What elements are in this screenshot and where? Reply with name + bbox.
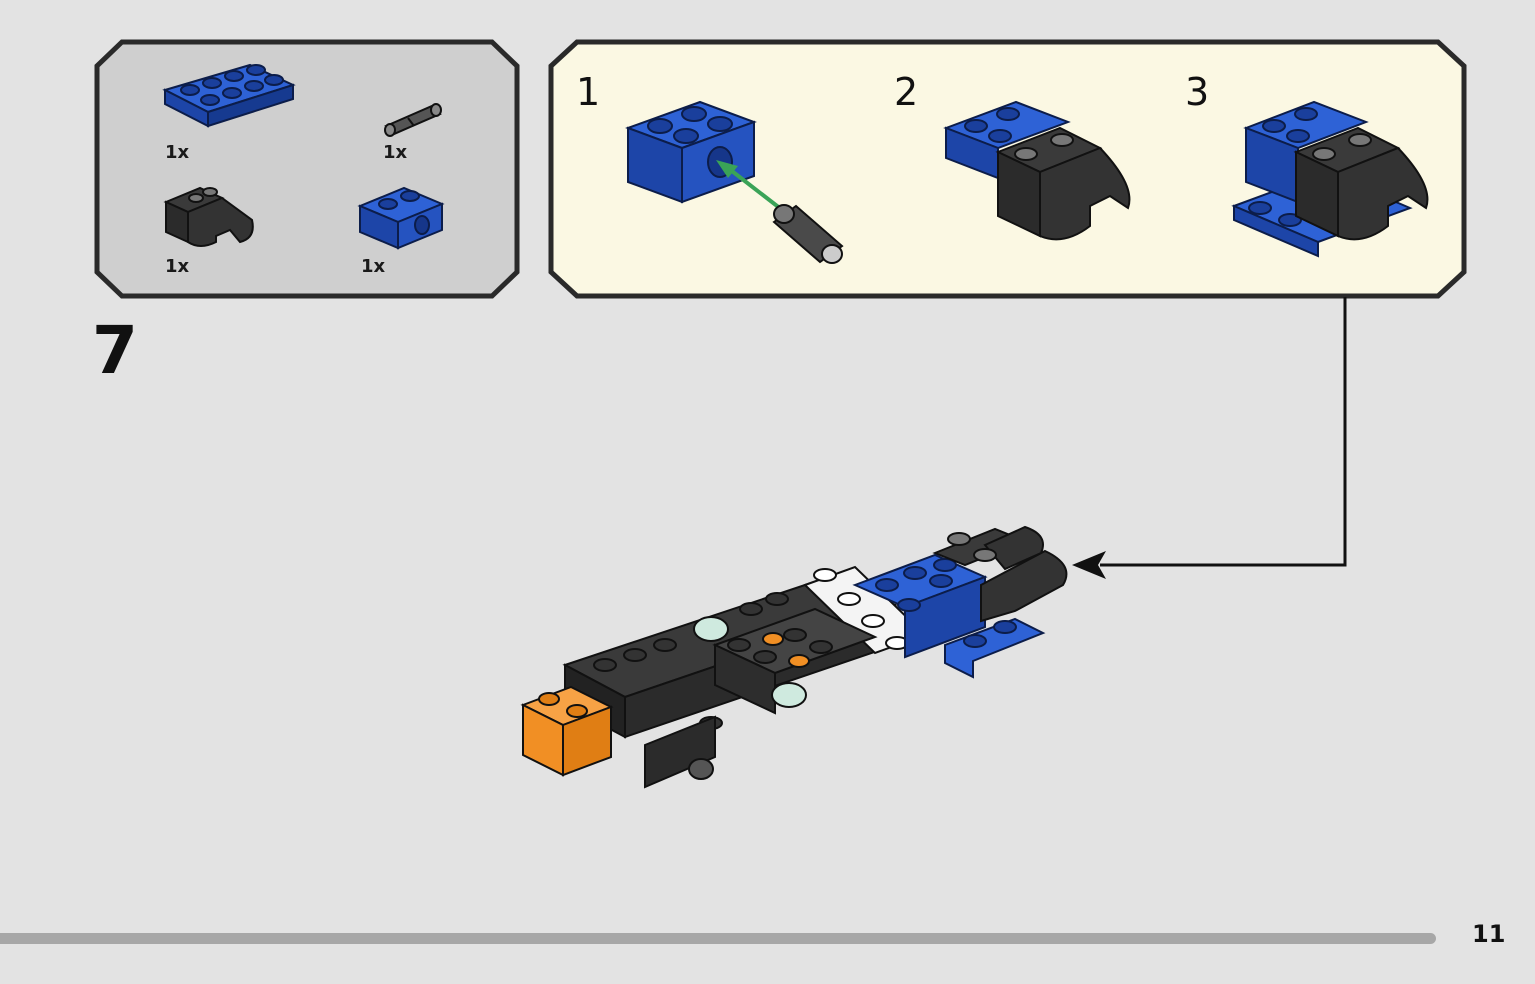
blue-technic-brick-1x2-icon [357, 186, 445, 250]
connector-line [1100, 297, 1347, 567]
substep-number-2: 2 [894, 70, 919, 114]
black-steering-bracket-icon [163, 186, 254, 247]
page-number: 11 [1472, 920, 1506, 948]
substep-2-illustration [943, 100, 1131, 241]
substep-3-illustration [1231, 100, 1429, 258]
part-qty-2: 1x [383, 142, 408, 163]
part-qty-4: 1x [361, 256, 386, 277]
technic-pin-icon [772, 204, 844, 264]
technic-pin-icon [384, 103, 442, 137]
main-model-illustration [520, 525, 1068, 789]
part-qty-3: 1x [165, 256, 190, 277]
connector-arrowhead [1072, 551, 1106, 579]
substep-number-3: 3 [1185, 70, 1210, 114]
substep-1-illustration [625, 100, 844, 264]
step-number: 7 [92, 312, 138, 389]
substep-number-1: 1 [576, 70, 601, 114]
page-progress-bar [0, 933, 1436, 944]
part-qty-1: 1x [165, 142, 190, 163]
blue-plate-2x4-icon [162, 63, 296, 128]
